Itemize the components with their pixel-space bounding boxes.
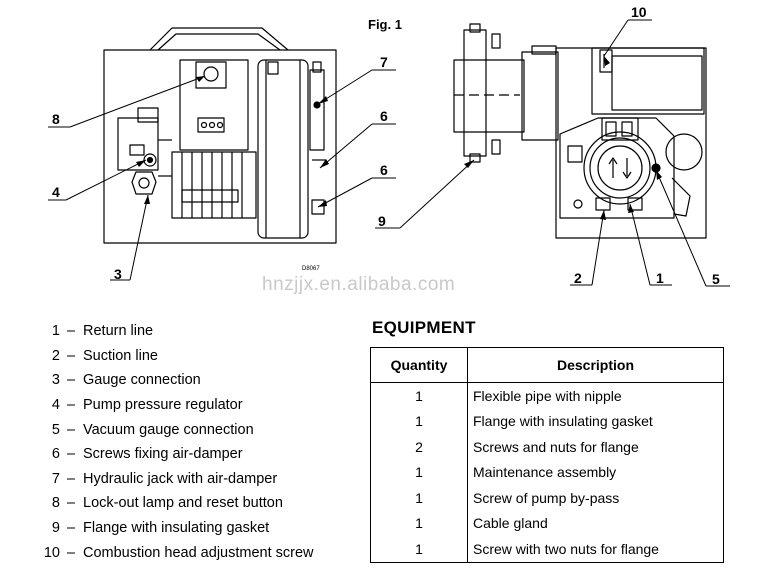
leader-lines [48, 19, 730, 287]
legend-label: Combustion head adjustment screw [83, 544, 314, 561]
motor-cylinder [257, 59, 309, 239]
legend-item: 9–Flange with insulating gasket [40, 516, 360, 541]
legend-number: 5 [51, 421, 60, 438]
blast-tube [453, 59, 525, 133]
callout-9: 9 [378, 213, 386, 229]
equipment-title: EQUIPMENT [372, 318, 476, 337]
legend-label: Gauge connection [83, 372, 201, 389]
callout-7: 7 [380, 54, 388, 70]
quantity-cell: 1 [370, 459, 468, 485]
legend-item: 4–Pump pressure regulator [40, 393, 360, 418]
description-cell: Screw of pump by-pass [467, 485, 724, 511]
legend-label: Pump pressure regulator [83, 397, 243, 414]
legend-number: 8 [51, 495, 60, 512]
legend-number: 4 [51, 397, 60, 414]
description-cell: Screws and nuts for flange [467, 434, 724, 460]
callout-3: 3 [114, 266, 122, 282]
callout-1: 1 [656, 270, 664, 286]
pump-regulator-symbol [143, 153, 157, 167]
legend-dash: – [66, 372, 76, 389]
quantity-cell: 1 [370, 536, 468, 563]
legend-dash: – [66, 421, 76, 438]
figure-title: Fig. 1 [368, 17, 402, 32]
quantity-cell: 2 [370, 434, 468, 460]
quantity-cell: 1 [370, 510, 468, 536]
description-cell: Maintenance assembly [467, 459, 724, 485]
legend-item: 7–Hydraulic jack with air-damper [40, 467, 360, 492]
callout-4: 4 [52, 184, 60, 200]
description-cell: Flexible pipe with nipple [467, 382, 724, 409]
legend-dash: – [66, 470, 76, 487]
pump-disc [583, 131, 657, 205]
watermark-text: hnzjjx.en.alibaba.com [262, 274, 456, 295]
quantity-header: Quantity [370, 347, 468, 383]
description-cell: Flange with insulating gasket [467, 408, 724, 434]
legend-label: Flange with insulating gasket [83, 520, 270, 537]
drawing-code: D8067 [302, 266, 320, 272]
legend-dash: – [66, 520, 76, 537]
legend-dash: – [66, 323, 76, 340]
legend-item: 8–Lock-out lamp and reset button [40, 491, 360, 516]
description-cell: Cable gland [467, 510, 724, 536]
legend-number: 3 [51, 372, 60, 389]
legend-item: 3–Gauge connection [40, 368, 360, 393]
callout-6-upper: 6 [380, 108, 388, 124]
quantity-cell: 1 [370, 485, 468, 511]
legend-item: 5–Vacuum gauge connection [40, 417, 360, 442]
callout-10: 10 [631, 4, 647, 20]
legend-number: 2 [51, 347, 60, 364]
legend-number: 1 [51, 323, 60, 340]
motor-end-cap [665, 133, 703, 171]
legend-number: 9 [51, 520, 60, 537]
legend-item: 1–Return line [40, 319, 360, 344]
callout-6-lower: 6 [380, 162, 388, 178]
description-header: Description [467, 347, 724, 383]
burner-technical-drawing [48, 19, 730, 287]
legend-dash: – [66, 495, 76, 512]
legend-number: 7 [51, 470, 60, 487]
legend-label: Vacuum gauge connection [83, 421, 254, 438]
flange-plate [463, 29, 487, 157]
quantity-cell: 1 [370, 408, 468, 434]
legend-label: Lock-out lamp and reset button [83, 495, 283, 512]
legend-dash: – [66, 446, 76, 463]
parts-legend: 1–Return line 2–Suction line 3–Gauge con… [40, 319, 360, 565]
table-header-row: Quantity Description [370, 347, 724, 383]
legend-label: Hydraulic jack with air-damper [83, 470, 278, 487]
quantity-cell: 1 [370, 382, 468, 409]
legend-label: Return line [83, 323, 154, 340]
callout-5: 5 [712, 271, 720, 287]
legend-label: Screws fixing air-damper [83, 446, 243, 463]
legend-number: 10 [43, 544, 60, 561]
legend-item: 10–Combustion head adjustment screw [40, 540, 360, 565]
legend-item: 2–Suction line [40, 344, 360, 369]
description-cell: Screw with two nuts for flange [467, 536, 724, 563]
legend-dash: – [66, 544, 76, 561]
legend-dash: – [66, 347, 76, 364]
left-view-housing [103, 49, 337, 244]
callout-8: 8 [52, 111, 60, 127]
legend-item: 6–Screws fixing air-damper [40, 442, 360, 467]
legend-label: Suction line [83, 347, 158, 364]
callout-2: 2 [574, 270, 582, 286]
legend-number: 6 [51, 446, 60, 463]
lock-out-lamp-symbol [203, 66, 219, 82]
legend-dash: – [66, 397, 76, 414]
